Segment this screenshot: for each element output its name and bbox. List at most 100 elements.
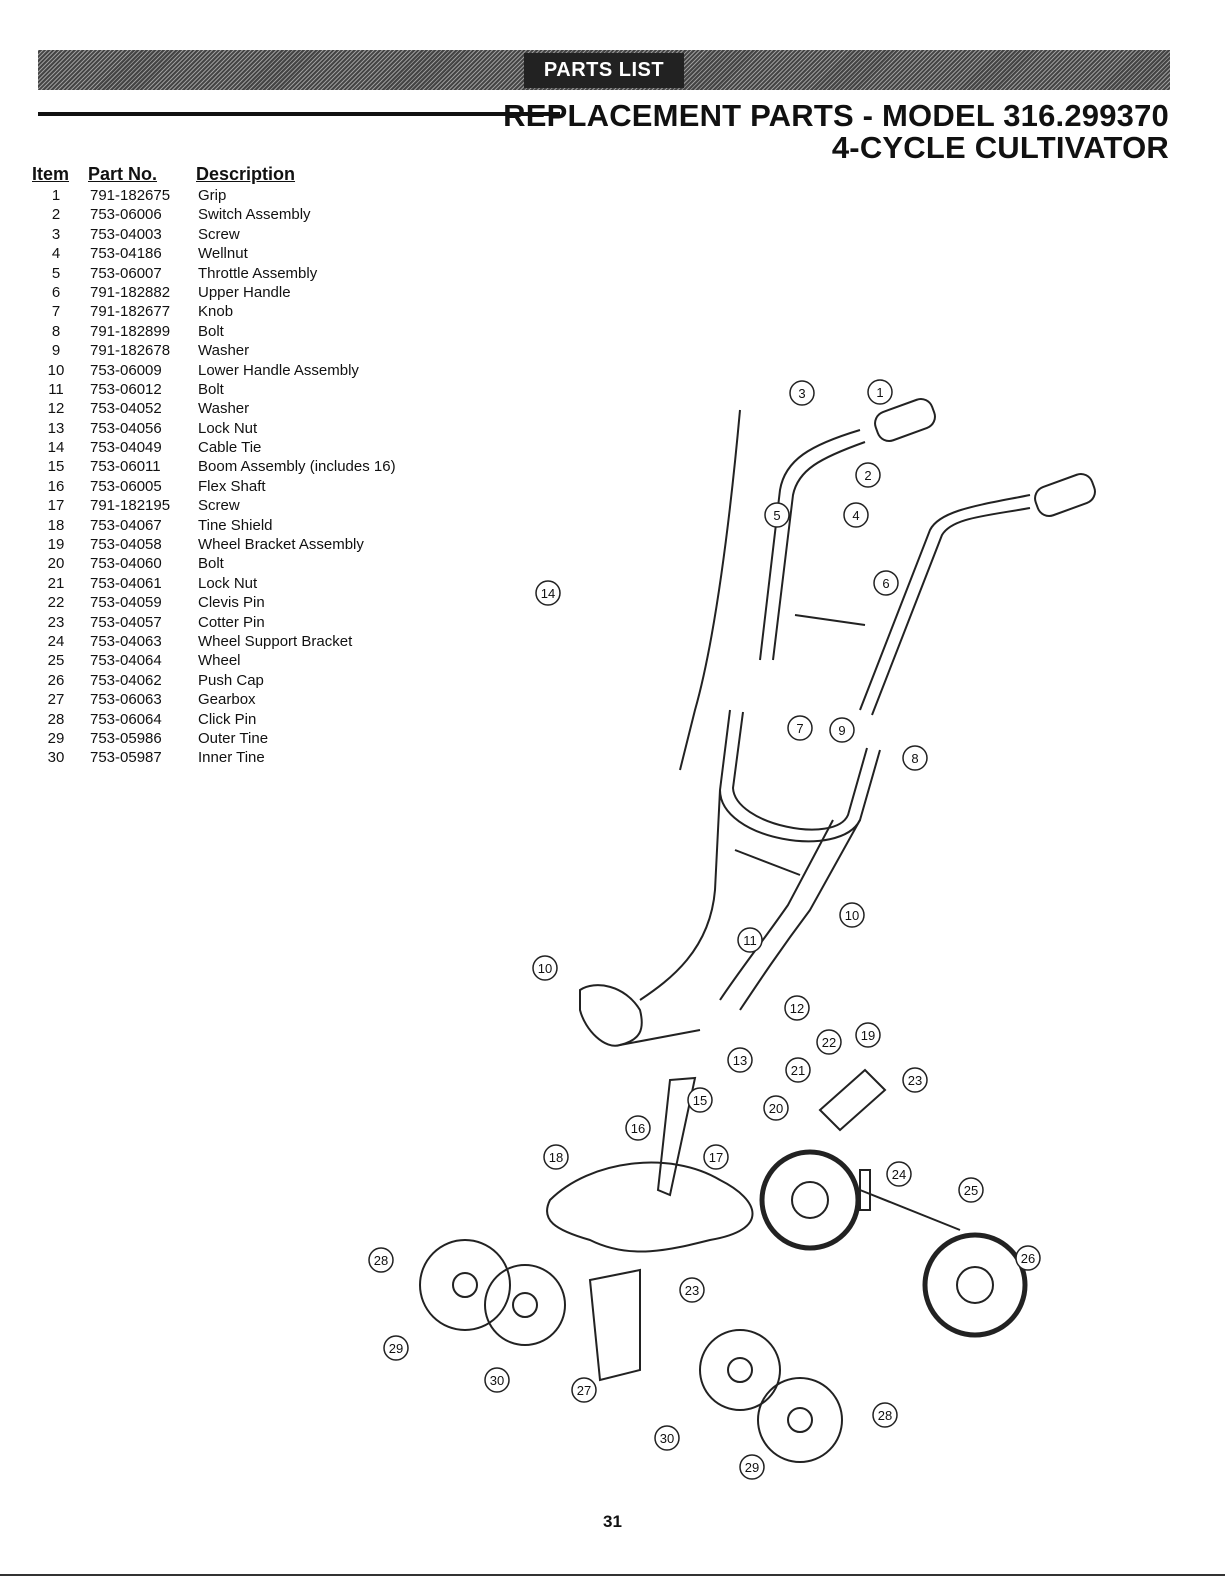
header-description: Description: [196, 164, 296, 184]
part-description: Gearbox: [198, 691, 256, 709]
part-number: 753-05987: [90, 749, 162, 767]
part-description: Screw: [198, 225, 240, 243]
callout-balloon: [816, 1029, 842, 1055]
callout-balloon: [679, 1277, 705, 1303]
callout-balloon: [789, 380, 815, 406]
part-description: Upper Handle: [198, 283, 291, 301]
callout-label: 28: [374, 1253, 388, 1268]
callout-label: 8: [911, 751, 918, 766]
part-description: Wellnut: [198, 245, 248, 263]
part-description: Cable Tie: [198, 439, 262, 457]
item-number: 17: [47, 497, 65, 515]
callout-label: 20: [769, 1101, 783, 1116]
callout-balloon: [625, 1115, 651, 1141]
bottom-rule: [0, 1574, 1225, 1576]
part-description: Bolt: [198, 380, 224, 398]
callout-balloon: [1015, 1245, 1041, 1271]
part-description: Washer: [198, 342, 250, 360]
part-description: Knob: [198, 303, 234, 321]
callout-balloon: [902, 745, 928, 771]
callout-label: 30: [660, 1431, 674, 1446]
callout-balloon: [532, 955, 558, 981]
part-number: 753-06005: [90, 477, 162, 495]
item-number: 10: [47, 361, 65, 379]
callout-balloon: [839, 902, 865, 928]
item-number: 16: [47, 477, 65, 495]
callout-balloon: [368, 1247, 394, 1273]
part-description: Outer Tine: [198, 729, 269, 747]
part-number: 753-04058: [90, 536, 162, 554]
header-part-no: Part No.: [88, 164, 158, 184]
part-description: Throttle Assembly: [198, 264, 318, 282]
part-number: 753-04052: [90, 400, 162, 418]
item-number: 8: [51, 322, 61, 340]
callout-label: 26: [1021, 1251, 1035, 1266]
callout-balloon: [784, 995, 810, 1021]
callout-label: 10: [845, 908, 859, 923]
callout-label: 11: [743, 933, 757, 948]
callout-balloon: [764, 502, 790, 528]
item-number: 3: [51, 225, 61, 243]
banner-label: PARTS LIST: [523, 52, 685, 88]
part-description: Tine Shield: [198, 516, 273, 534]
title-rule: [38, 112, 560, 116]
callout-label: 27: [577, 1383, 591, 1398]
callout-balloon: [843, 502, 869, 528]
part-description: Lower Handle Assembly: [198, 361, 359, 379]
callout-label: 18: [549, 1150, 563, 1165]
item-number: 11: [48, 380, 64, 398]
part-number: 753-04064: [90, 652, 162, 670]
part-number: 753-04060: [90, 555, 162, 573]
callout-balloon: [484, 1367, 510, 1393]
item-number: 12: [47, 400, 65, 418]
callout-balloon: [867, 379, 893, 405]
callout-label: 1: [876, 385, 883, 400]
part-number: 753-06009: [90, 361, 162, 379]
part-description: Clevis Pin: [198, 594, 265, 612]
callout-balloon: [654, 1425, 680, 1451]
page-title: REPLACEMENT PARTS - MODEL 316.299370: [503, 98, 1169, 133]
part-description: Wheel Bracket Assembly: [198, 536, 364, 554]
part-description: Grip: [198, 187, 227, 204]
item-number: 7: [51, 303, 61, 321]
item-number: 23: [47, 613, 65, 631]
parts-table-header: Item Part No. Description: [32, 162, 396, 186]
part-number: 753-05986: [90, 729, 162, 747]
callout-balloon: [886, 1161, 912, 1187]
part-number: 753-04062: [90, 671, 162, 689]
item-number: 26: [47, 671, 65, 689]
callout-label: 19: [861, 1028, 875, 1043]
part-number: 791-182899: [90, 322, 171, 340]
callout-balloon: [571, 1377, 597, 1403]
callout-label: 28: [878, 1408, 892, 1423]
item-number: 28: [47, 710, 65, 728]
item-number: 6: [51, 283, 61, 301]
part-description: Lock Nut: [198, 574, 258, 592]
callout-balloon: [739, 1454, 765, 1480]
callout-label: 16: [631, 1121, 645, 1136]
diagram-parts-lines: [419, 398, 1096, 1463]
item-number: 25: [47, 652, 65, 670]
part-number: 753-06064: [90, 710, 162, 728]
callout-label: 30: [490, 1373, 504, 1388]
callout-label: 14: [541, 586, 555, 601]
callout-label: 23: [685, 1283, 699, 1298]
callout-label: 2: [864, 468, 871, 483]
